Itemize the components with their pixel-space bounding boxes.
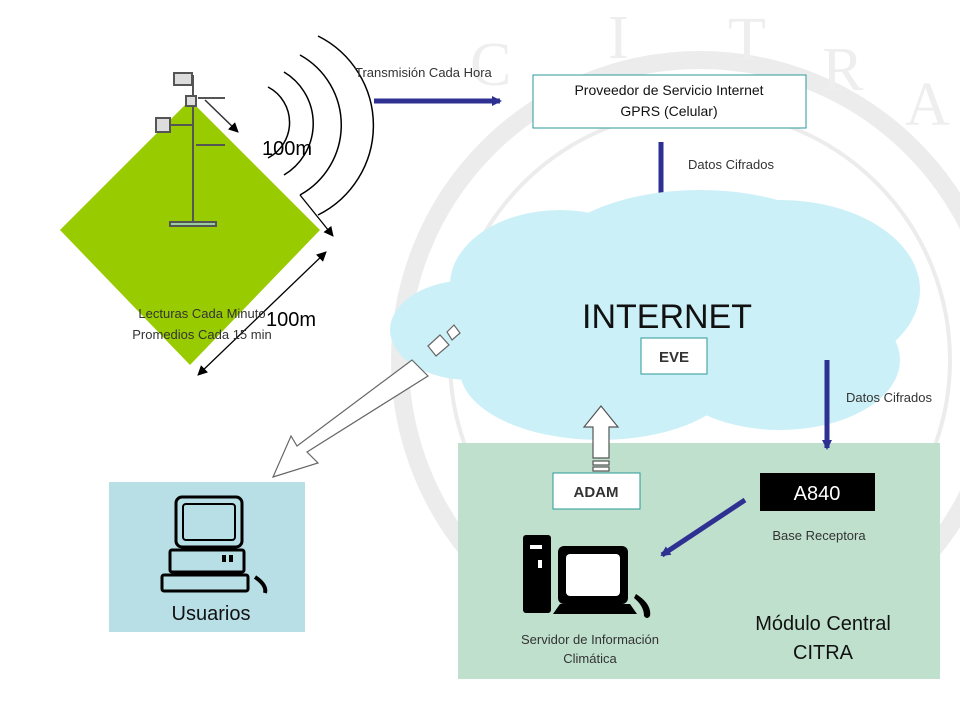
proveedor-line2: GPRS (Celular) [620, 103, 717, 119]
lecturas-label: Lecturas Cada Minuto [138, 306, 265, 321]
eve-label: EVE [659, 349, 689, 366]
user-computer-indicator [222, 555, 226, 562]
distance-side-label: 100m [266, 309, 316, 331]
proveedor-box [532, 74, 807, 129]
servidor-line1: Servidor de Información [521, 632, 659, 647]
user-computer-indicator-2 [229, 555, 233, 562]
internet-cloud [390, 190, 920, 440]
proveedor-line1: Proveedor de Servicio Internet [574, 82, 763, 98]
distance-top-line [299, 194, 334, 237]
promedios-label: Promedios Cada 15 min [132, 327, 271, 342]
transmision-label: Transmisión Cada Hora [355, 65, 493, 80]
internet-label: INTERNET [582, 298, 752, 336]
watermark-letter-c: C [470, 31, 511, 99]
base-receptora-label: Base Receptora [772, 528, 866, 543]
weather-station-icon [155, 72, 239, 227]
internet-to-users-arrow [271, 324, 461, 478]
watermark-letter-a: A [905, 71, 950, 139]
datos-cifrados-top-label: Datos Cifrados [688, 157, 774, 172]
station-field [60, 100, 320, 365]
watermark-letter-i: I [608, 4, 629, 72]
modulo-line1: Módulo Central [755, 613, 891, 635]
adam-label: ADAM [574, 484, 619, 501]
eve-box [640, 337, 708, 375]
modulo-line2: CITRA [793, 642, 854, 664]
datos-cifrados-right-label: Datos Cifrados [846, 390, 932, 405]
base-to-server-arrow [660, 497, 747, 558]
user-computer-icon [160, 495, 268, 594]
watermark-letter-t: T [728, 6, 766, 74]
adam-box [552, 472, 641, 510]
server-computer-icon [523, 535, 651, 618]
watermark-letter-r: R [822, 36, 864, 104]
servidor-line2: Climática [563, 651, 617, 666]
usuarios-label: Usuarios [172, 603, 251, 625]
radio-waves-icon [267, 35, 375, 216]
adam-up-arrow [582, 405, 620, 472]
usuarios-panel [109, 482, 305, 632]
a840-label: A840 [794, 483, 841, 505]
a840-box [760, 473, 875, 511]
distance-top-label: 100m [262, 138, 312, 160]
distance-side-line [197, 251, 327, 376]
